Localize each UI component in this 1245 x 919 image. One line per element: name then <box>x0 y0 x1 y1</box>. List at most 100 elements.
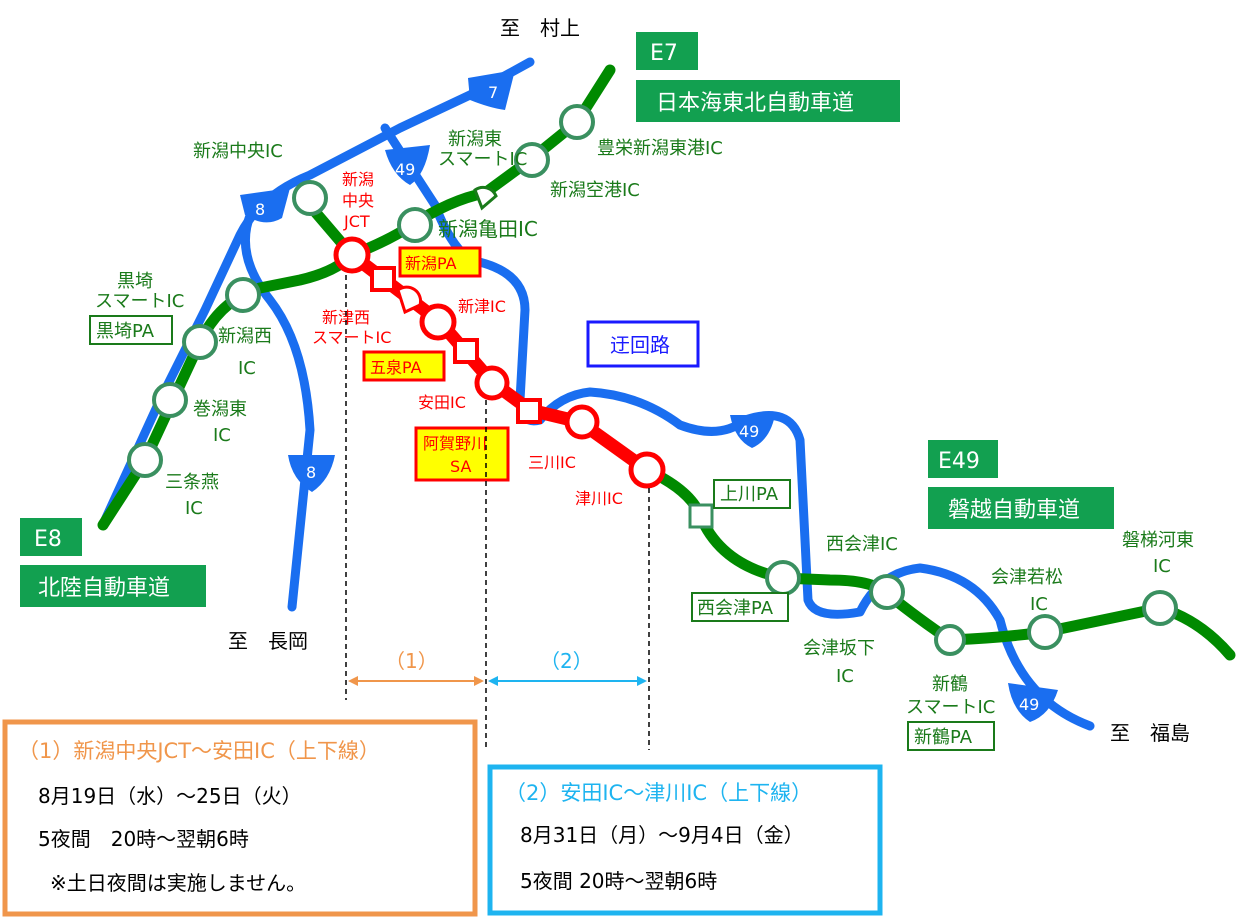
label-niitsu: 新津IC <box>458 297 506 316</box>
shintsuru-pa: 新鶴PA <box>907 721 995 751</box>
route-49-shield-north: 49 <box>385 145 430 185</box>
label-sanjo-ic: IC <box>185 498 203 519</box>
route-7-shield: 7 <box>468 70 515 110</box>
ic-bandaikawahigashi <box>1142 590 1178 626</box>
svg-text:（1）: （1） <box>385 649 438 673</box>
label-shintsuru: 新鶴 <box>932 674 968 695</box>
e49-name: 磐越自動車道 <box>928 487 1114 529</box>
ic-sanjo <box>127 442 163 478</box>
e8-badge: E8 <box>20 518 82 556</box>
route-8-line <box>240 200 315 612</box>
route-8-shield-south: 8 <box>288 455 335 492</box>
niigata-pa: 新潟PA <box>398 246 482 278</box>
ic-aizusakashita <box>869 574 905 610</box>
smart-ic-niitsunishi <box>396 285 423 315</box>
sa-agano-marker <box>516 398 542 424</box>
route-49-shield-south: 49 <box>1008 683 1058 722</box>
label-nishiaizu: 西会津IC <box>826 534 898 555</box>
svg-text:SA: SA <box>450 457 471 476</box>
e7-badge: E7 <box>636 32 698 70</box>
label-bandaikawahigashi: 磐梯河東 <box>1122 530 1194 551</box>
notice-1-dates: 8月19日（水）～25日（火） <box>38 784 302 808</box>
svg-text:日本海東北自動車道: 日本海東北自動車道 <box>656 91 854 116</box>
svg-text:磐越自動車道: 磐越自動車道 <box>948 498 1080 523</box>
dest-nagaoka: 至 長岡 <box>228 629 308 653</box>
ic-nishiaizu <box>765 560 801 596</box>
svg-text:黒埼PA: 黒埼PA <box>96 321 155 342</box>
label-kurosaki: 黒埼 <box>117 271 153 292</box>
label-niitsunishi-smart: スマートIC <box>312 328 391 347</box>
svg-text:7: 7 <box>488 83 498 102</box>
e7-name: 日本海東北自動車道 <box>636 80 900 122</box>
detour-label: 迂回路 <box>586 320 700 368</box>
section-dividers <box>345 275 650 750</box>
jct-niigata-chuo <box>333 236 371 274</box>
label-aizusakashita-ic: IC <box>836 666 854 687</box>
svg-text:8: 8 <box>306 463 316 482</box>
svg-text:8: 8 <box>255 200 265 219</box>
nishiaizu-pa: 西会津PA <box>691 592 789 622</box>
label-kameda: 新潟亀田IC <box>438 217 538 241</box>
notice-1-title: （1）新潟中央JCT～安田IC（上下線） <box>18 739 380 763</box>
notice-2-hours: 5夜間 20時～翌朝6時 <box>520 869 717 893</box>
e49-badge: E49 <box>928 440 998 478</box>
pa-gosen-marker <box>453 338 479 364</box>
label-niigata-higashi-smart: スマートIC <box>438 149 527 170</box>
label-nishi-ic: IC <box>238 358 256 379</box>
label-aizusakashita: 会津坂下 <box>803 638 875 659</box>
ic-makihigashi <box>152 382 188 418</box>
kamikawa-pa: 上川PA <box>713 479 791 509</box>
smart-ic-niigata-higashi <box>473 185 498 211</box>
label-niigata-chuo-ic: 新潟中央IC <box>193 141 283 162</box>
notice-1-note: ※土日夜間は実施しません。 <box>50 871 306 895</box>
label-airport: 新潟空港IC <box>550 180 640 201</box>
ic-niitsu <box>419 303 457 341</box>
ic-yasuda <box>474 365 510 401</box>
route-8-shield-north: 8 <box>240 188 290 223</box>
interchange-markers <box>127 104 1178 656</box>
ic-airport <box>514 142 550 178</box>
svg-text:北陸自動車道: 北陸自動車道 <box>38 576 170 601</box>
label-nishi: 新潟西 <box>218 326 272 347</box>
section-1-arrow: （1） <box>348 649 484 686</box>
svg-text:49: 49 <box>1019 695 1039 714</box>
svg-text:新鶴PA: 新鶴PA <box>914 727 973 748</box>
label-makihigashi: 巻潟東 <box>193 399 247 420</box>
notice-2-dates: 8月31日（月）～9月4日（金） <box>520 823 804 847</box>
label-yasuda: 安田IC <box>418 393 466 412</box>
label-makihigashi-ic: IC <box>213 425 231 446</box>
ic-niigata-nishi <box>182 324 218 360</box>
notice-section-1: （1）新潟中央JCT～安田IC（上下線） 8月19日（水）～25日（火） 5夜間… <box>2 719 478 917</box>
svg-text:五泉PA: 五泉PA <box>370 358 422 377</box>
dest-fukushima: 至 福島 <box>1110 721 1190 745</box>
label-mikawa: 三川IC <box>528 453 576 472</box>
label-jct-1: 新潟 <box>342 170 374 189</box>
ic-shintsuru <box>934 624 966 656</box>
dest-murakami: 至 村上 <box>500 16 580 40</box>
pa-niigata-marker <box>370 266 396 292</box>
svg-text:E49: E49 <box>938 449 980 474</box>
svg-text:阿賀野川: 阿賀野川 <box>423 434 487 453</box>
pa-kamikawa-marker <box>688 503 714 529</box>
label-kurosaki-smart: スマートIC <box>95 291 184 312</box>
notice-section-2: （2）安田IC～津川IC（上下線） 8月31日（月）～9月4日（金） 5夜間 2… <box>487 764 883 916</box>
label-jct-2: 中央 <box>342 191 374 210</box>
label-aizuwakamatsu: 会津若松 <box>991 567 1063 588</box>
label-jct-3: JCT <box>343 212 370 231</box>
section-2-arrow: （2） <box>488 649 647 686</box>
label-niigata-higashi: 新潟東 <box>448 129 502 150</box>
notice-2-title: （2）安田IC～津川IC（上下線） <box>505 781 812 805</box>
ic-mikawa <box>564 404 600 440</box>
svg-text:E7: E7 <box>650 41 678 66</box>
kurosaki-pa: 黒埼PA <box>89 315 173 345</box>
ic-niigata-chuo <box>292 180 328 216</box>
label-tsugawa: 津川IC <box>575 489 623 508</box>
label-hoei: 豊栄新潟東港IC <box>597 138 723 159</box>
route-49-line <box>380 123 1095 731</box>
svg-text:49: 49 <box>739 422 759 441</box>
agano-sa: 阿賀野川 SA <box>414 426 510 482</box>
svg-text:迂回路: 迂回路 <box>610 333 670 357</box>
notice-1-hours: 5夜間 20時～翌朝6時 <box>38 827 249 851</box>
label-bandaikawahigashi-ic: IC <box>1153 556 1171 577</box>
